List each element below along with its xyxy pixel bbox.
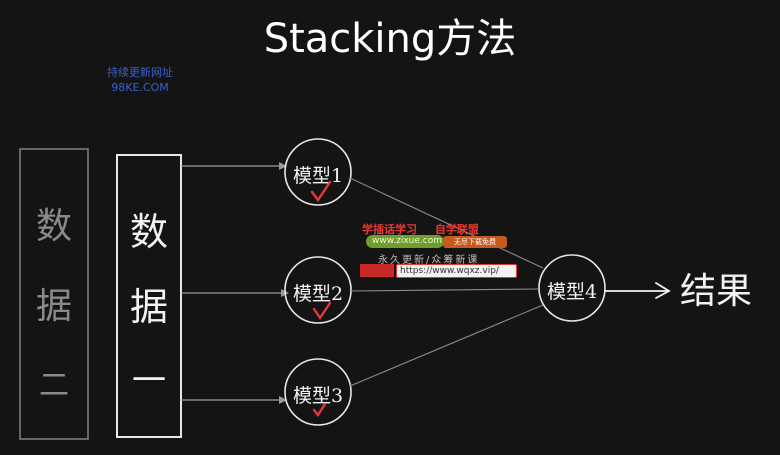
data-box-one	[116, 154, 182, 438]
watermark-line2: 98KE.COM	[111, 81, 169, 94]
model4-label: 模型4	[547, 281, 597, 303]
model1-circle	[284, 138, 352, 206]
banner-top-text: 学插话学习 自学联盟	[362, 221, 479, 237]
model3-label: 模型3	[293, 385, 343, 407]
data-box-two	[19, 148, 89, 440]
data-box-two-char-2: 据	[36, 286, 72, 327]
page-title: Stacking方法	[263, 16, 517, 62]
model2-circle	[284, 256, 352, 324]
model3-circle	[284, 358, 352, 426]
watermark-line1: 持续更新网址	[107, 66, 173, 79]
result-label: 结果	[680, 271, 752, 312]
data-box-two-char-3: 二	[39, 368, 69, 403]
check-mark-model3	[312, 402, 327, 418]
connector-model1-model4	[349, 177, 544, 269]
model4-circle	[538, 254, 606, 322]
model2-label: 模型2	[293, 283, 343, 305]
data-box-one-char-2: 据	[130, 285, 168, 329]
banner-url-side-block	[360, 264, 394, 277]
arrowhead-model3	[279, 396, 287, 404]
banner-right-text: 自学联盟	[434, 223, 479, 236]
arrowhead-result	[655, 282, 671, 299]
banner-green-pill: www.zixue.com	[366, 235, 444, 248]
connector-model3-model4	[349, 304, 544, 387]
banner-left-text: 学插话学习	[362, 223, 417, 236]
arrowhead-model1	[279, 162, 287, 170]
banner-url-field: https://www.wqxz.vip/	[396, 264, 517, 278]
data-box-one-char-3: 一	[132, 361, 166, 401]
check-mark-model2	[312, 301, 332, 321]
data-box-one-char-1: 数	[130, 210, 168, 254]
banner-orange-pill: 无尽下载免费	[443, 236, 507, 248]
check-mark-model1	[310, 180, 332, 203]
connector-model2-model4	[350, 288, 539, 292]
data-box-two-char-1: 数	[36, 206, 72, 247]
model1-label: 模型1	[293, 165, 343, 187]
banner-tagline: 永久更新/众筹新课	[378, 255, 480, 266]
